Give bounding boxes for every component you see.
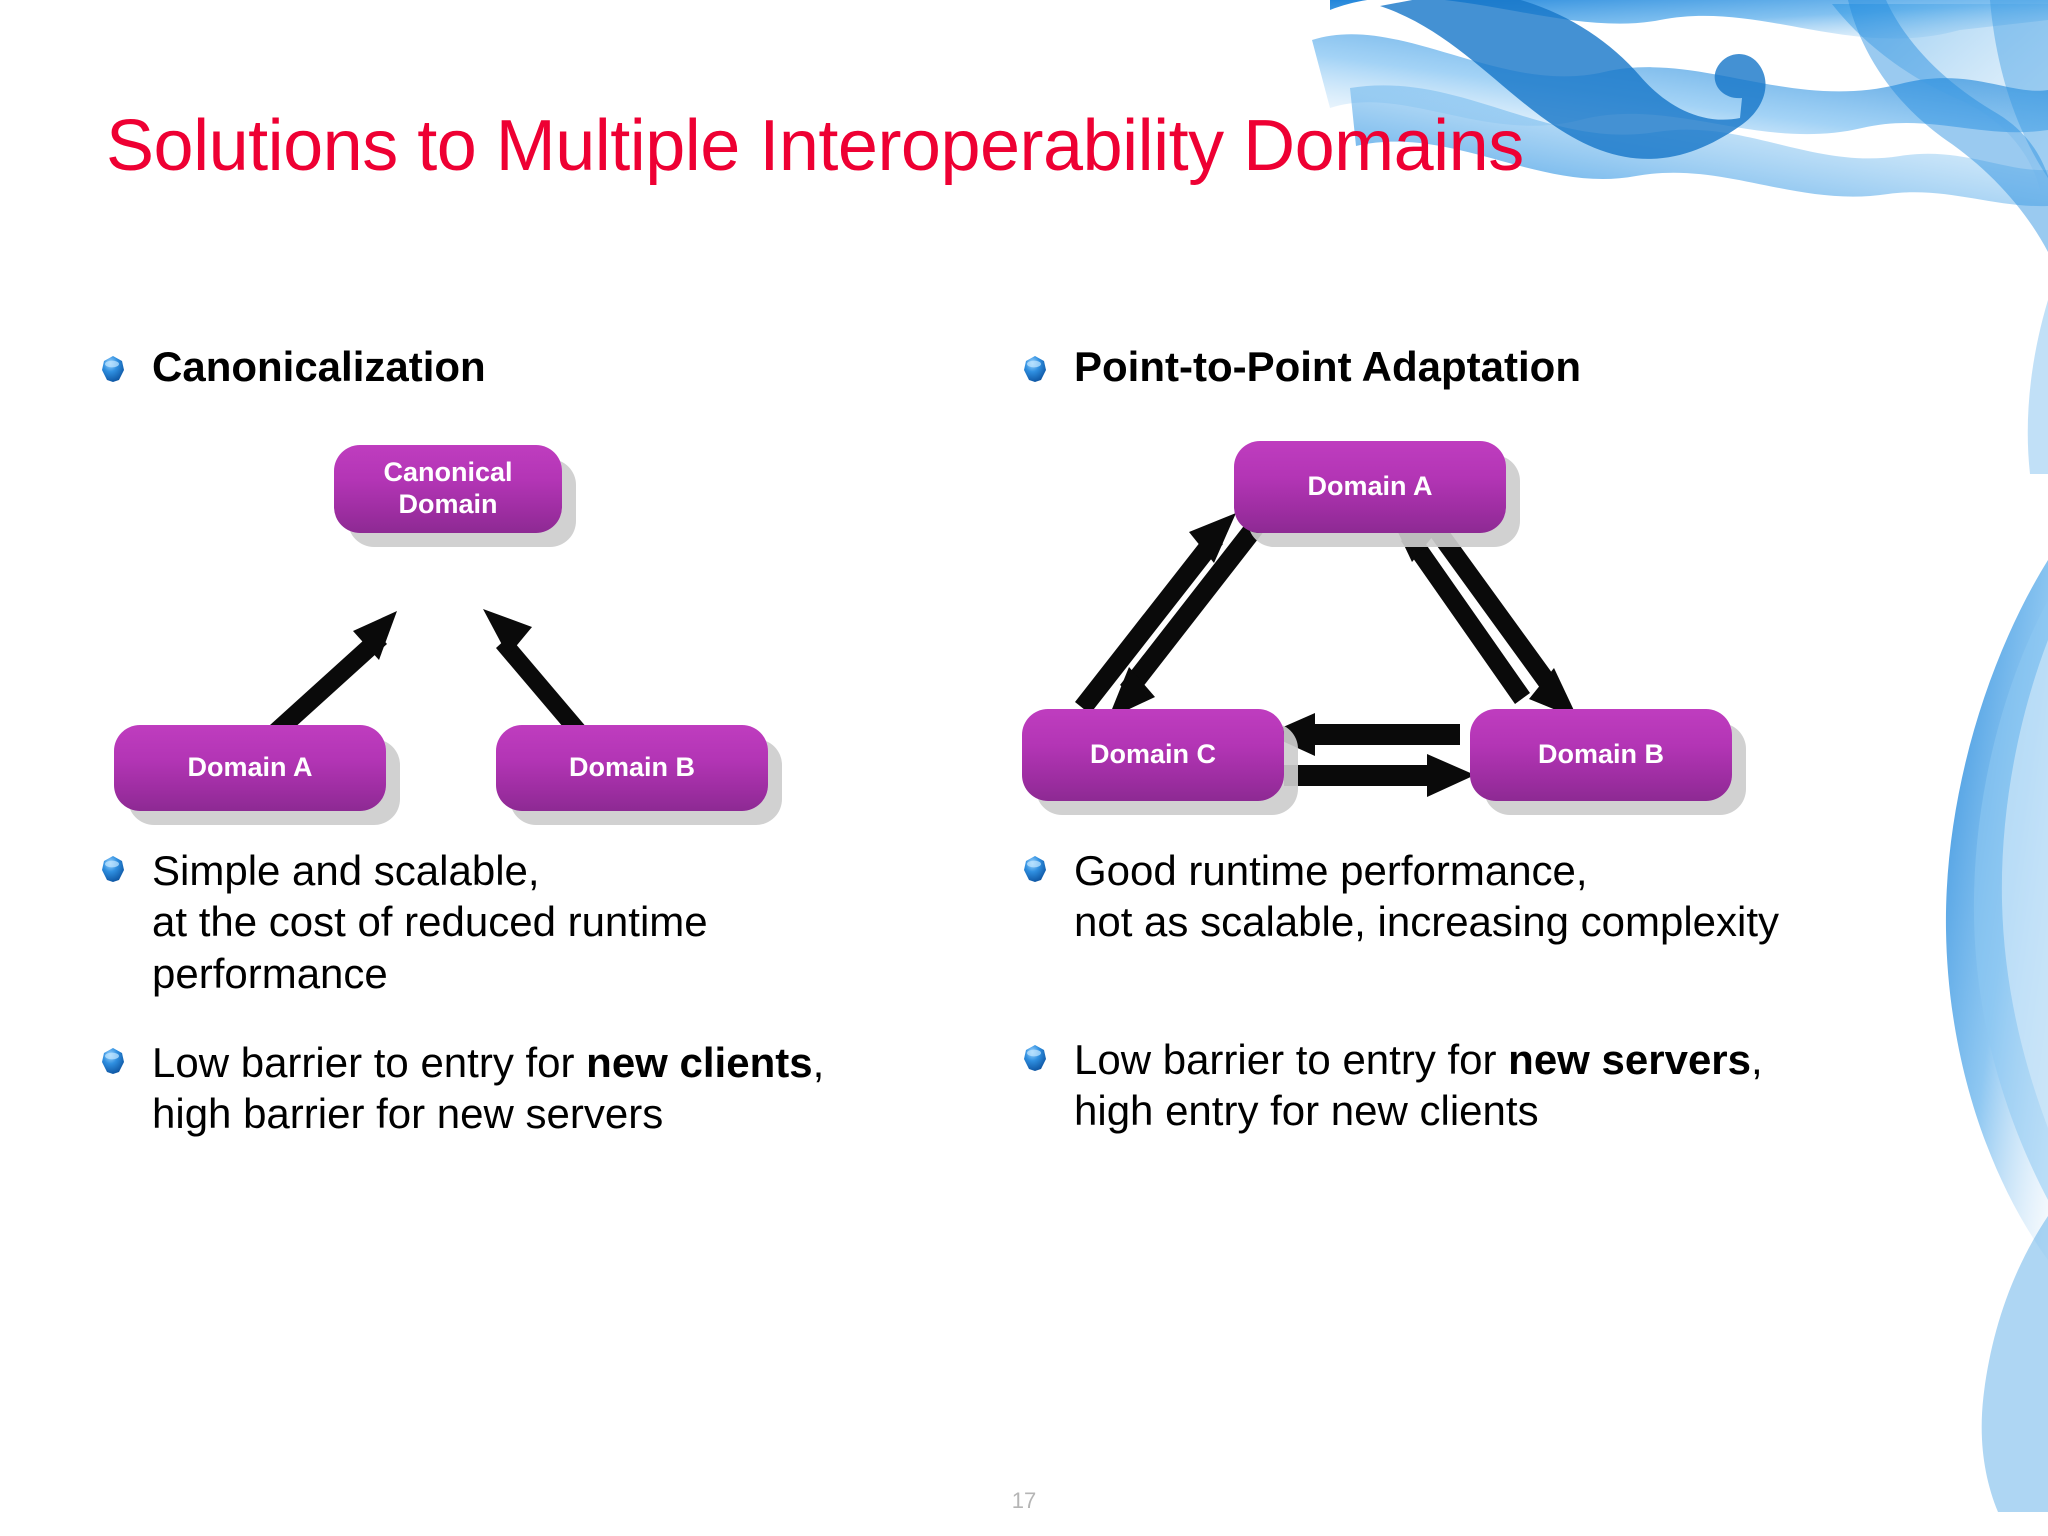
right-bullet-1-text: Good runtime performance, not as scalabl… bbox=[1074, 847, 1780, 946]
right-bullet-2: Low barrier to entry for new servers, hi… bbox=[1022, 1034, 2022, 1136]
arrow-domain-c-to-domain-a bbox=[1075, 513, 1236, 715]
arrow-domain-b-to-domain-c bbox=[1267, 713, 1460, 757]
node-domain-a-left[interactable]: Domain A bbox=[114, 725, 386, 812]
blue-gem-bullet-icon bbox=[100, 1047, 126, 1075]
node-domain-a-left-label: Domain A bbox=[187, 752, 313, 783]
arrow-domain-a-to-domain-b bbox=[1424, 517, 1578, 720]
node-domain-a-right[interactable]: Domain A bbox=[1234, 441, 1506, 534]
left-column-heading-row: Canonicalization bbox=[100, 343, 980, 390]
node-domain-b-right-label: Domain B bbox=[1537, 739, 1664, 770]
page-number: 17 bbox=[1011, 1488, 1037, 1513]
blue-gem-bullet-icon bbox=[100, 355, 126, 383]
arrow-domain-c-to-domain-b bbox=[1284, 754, 1475, 798]
point-to-point-diagram: Domain A Domain C Domain B bbox=[1022, 431, 2022, 811]
right-column-heading-row: Point-to-Point Adaptation bbox=[1022, 343, 2022, 390]
node-domain-c-right[interactable]: Domain C bbox=[1022, 709, 1284, 802]
left-bullet-2: Low barrier to entry for new clients, hi… bbox=[100, 1037, 980, 1139]
node-domain-a-right-label: Domain A bbox=[1307, 471, 1433, 502]
node-canonical-domain[interactable]: Canonical Domain bbox=[334, 445, 562, 534]
right-column-heading: Point-to-Point Adaptation bbox=[1074, 343, 1581, 390]
node-domain-b-left[interactable]: Domain B bbox=[496, 725, 768, 812]
blue-gem-bullet-icon bbox=[100, 855, 126, 883]
blue-gem-bullet-icon bbox=[1022, 855, 1048, 883]
blue-gem-bullet-icon bbox=[1022, 355, 1048, 383]
left-bullet-1: Simple and scalable, at the cost of redu… bbox=[100, 845, 980, 999]
node-domain-c-right-label: Domain C bbox=[1089, 739, 1216, 770]
slide-title: Solutions to Multiple Interoperability D… bbox=[106, 106, 1524, 186]
blue-gem-bullet-icon bbox=[1022, 1044, 1048, 1072]
left-column-bullets: Simple and scalable, at the cost of redu… bbox=[100, 845, 980, 1139]
right-column-bullets: Good runtime performance, not as scalabl… bbox=[1022, 845, 2022, 1136]
left-bullet-2-text: Low barrier to entry for new clients, hi… bbox=[152, 1038, 825, 1138]
canonicalization-diagram: Canonical Domain Domain A Domain B bbox=[100, 431, 980, 812]
node-canonical-domain-label: Canonical Domain bbox=[383, 457, 513, 520]
left-column-heading: Canonicalization bbox=[152, 343, 486, 390]
point-to-point-arrows bbox=[1075, 511, 1578, 798]
arrow-domain-a-to-domain-c bbox=[1108, 518, 1265, 720]
right-column: Point-to-Point Adaptation bbox=[1022, 343, 2022, 1174]
right-bullet-2-text: Low barrier to entry for new servers, hi… bbox=[1074, 1035, 1763, 1134]
right-bullet-1: Good runtime performance, not as scalabl… bbox=[1022, 845, 2022, 947]
node-domain-b-left-label: Domain B bbox=[568, 752, 695, 783]
left-bullet-1-text: Simple and scalable, at the cost of redu… bbox=[152, 847, 708, 997]
arrow-domain-b-to-domain-a bbox=[1388, 511, 1530, 705]
left-column: Canonicalization bbox=[100, 343, 980, 1177]
node-domain-b-right[interactable]: Domain B bbox=[1470, 709, 1732, 802]
